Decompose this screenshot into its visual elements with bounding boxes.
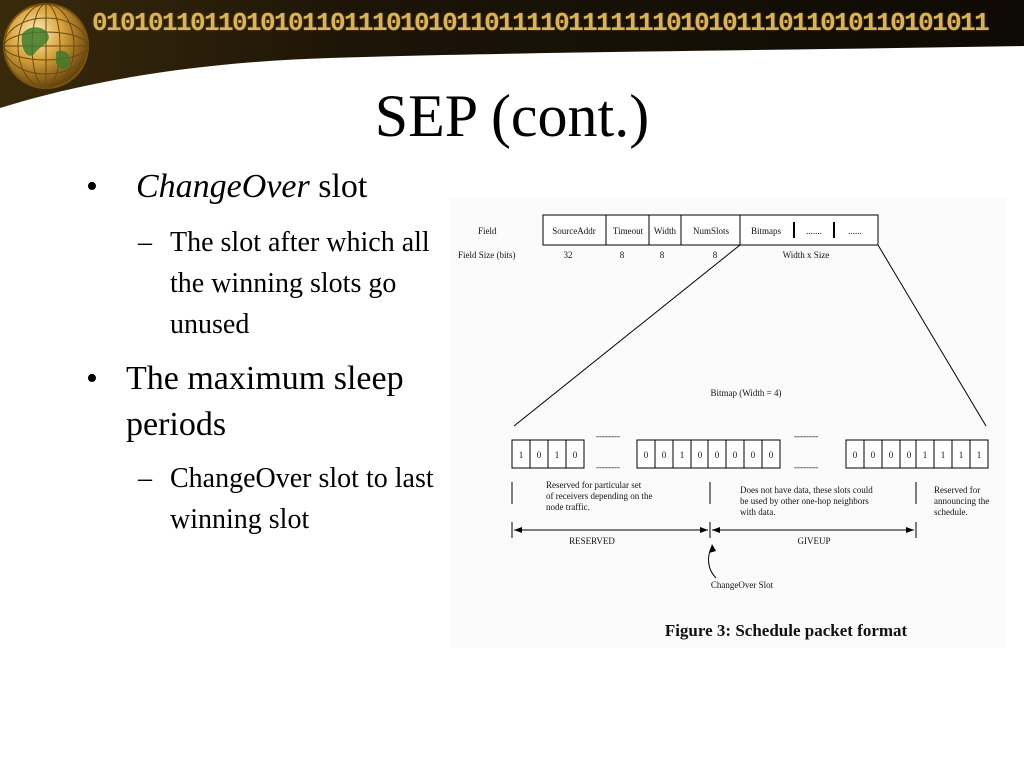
field-ellipsis-2: ...... xyxy=(848,226,862,236)
bitmap-bit: 0 xyxy=(573,450,578,460)
slide-banner: 0101011011010101101110101011011110111111… xyxy=(0,0,1024,110)
bitmap-bit: 0 xyxy=(733,450,738,460)
bitmap-bit: 0 xyxy=(751,450,756,460)
label-reserved: RESERVED xyxy=(569,536,615,546)
bitmap-cells: 1 0 1 0 0 0 1 0 0 0 0 0 0 0 0 0 1 1 1 1 xyxy=(511,439,989,469)
globe-icon xyxy=(3,3,89,89)
size-numslots: 8 xyxy=(713,250,718,260)
packet-diagram: Field Field Size (bits) SourceAddr Timeo… xyxy=(458,214,989,640)
bullet-rest: slot xyxy=(309,168,368,205)
note-nodata-line-1: Does not have data, these slots could xyxy=(740,485,873,495)
label-giveup: GIVEUP xyxy=(798,536,831,546)
binary-strip: 0101011011010101101110101011011110111111… xyxy=(92,8,990,38)
field-timeout: Timeout xyxy=(613,226,644,236)
note-reserved-line-1: Reserved for particular set xyxy=(546,480,642,490)
bitmap-bit: 0 xyxy=(889,450,894,460)
row-label-field: Field xyxy=(478,226,497,236)
arrowhead xyxy=(709,544,716,553)
bitmap-bit: 0 xyxy=(537,450,542,460)
bitmap-cell xyxy=(969,439,989,469)
bitmap-bit: 1 xyxy=(959,450,964,460)
note-schedule-line-2: announcing the xyxy=(934,496,989,506)
sub-bullet-text: The slot after which all the winning slo… xyxy=(170,227,430,340)
bullet-italic: ChangeOver xyxy=(136,168,310,205)
bitmap-bit: 1 xyxy=(680,450,685,460)
bitmap-bit: 1 xyxy=(555,450,560,460)
field-width: Width xyxy=(654,226,677,236)
field-ellipsis-1: ....... xyxy=(806,226,822,236)
bullet-text: The maximum sleep periods xyxy=(126,360,404,443)
note-reserved-line-3: node traffic. xyxy=(546,502,590,512)
bullet-marker: • xyxy=(86,168,98,205)
size-bitmaps: Width x Size xyxy=(783,250,830,260)
sub-bullet-text: ChangeOver slot to last winning slot xyxy=(170,463,434,535)
expand-line-left xyxy=(513,244,741,427)
row-label-size: Field Size (bits) xyxy=(458,250,516,260)
arrowhead xyxy=(712,527,720,533)
sub-bullet-marker: – xyxy=(138,227,152,258)
bitmap-cell xyxy=(761,439,781,469)
bitmap-bit: 0 xyxy=(853,450,858,460)
bullet-text: ChangeOver slot xyxy=(136,168,367,206)
bullet-marker: • xyxy=(86,360,98,397)
size-width: 8 xyxy=(660,250,665,260)
bitmap-bit: 1 xyxy=(941,450,946,460)
bitmap-bit: 1 xyxy=(519,450,524,460)
note-nodata-line-2: be used by other one-hop neighbors xyxy=(740,496,869,506)
label-changeover-slot: ChangeOver Slot xyxy=(711,580,774,590)
note-nodata-line-3: with data. xyxy=(740,507,776,517)
arrowhead xyxy=(700,527,708,533)
size-sourceaddr: 32 xyxy=(564,250,573,260)
bitmap-bit: 0 xyxy=(662,450,667,460)
note-schedule-line-3: schedule. xyxy=(934,507,968,517)
field-bitmaps: Bitmaps xyxy=(751,226,781,236)
figure-caption: Figure 3: Schedule packet format xyxy=(665,621,908,640)
gap-dashes: -------- xyxy=(794,431,818,441)
arrowhead xyxy=(906,527,914,533)
bitmap-bit: 0 xyxy=(644,450,649,460)
bitmap-bit: 0 xyxy=(907,450,912,460)
bitmap-cell xyxy=(565,439,585,469)
schedule-packet-figure: Field Field Size (bits) SourceAddr Timeo… xyxy=(450,198,1006,648)
slide-title: SEP (cont.) xyxy=(374,83,650,149)
bitmap-bit: 0 xyxy=(698,450,703,460)
gap-dashes: -------- xyxy=(596,462,620,472)
size-timeout: 8 xyxy=(620,250,625,260)
bitmap-bit: 1 xyxy=(977,450,982,460)
sub-bullet-marker: – xyxy=(138,463,152,494)
bitmap-bit: 0 xyxy=(769,450,774,460)
note-schedule-line-1: Reserved for xyxy=(934,485,980,495)
expand-line-right xyxy=(877,244,987,427)
arrowhead xyxy=(514,527,522,533)
bitmap-label: Bitmap (Width = 4) xyxy=(711,388,782,398)
banner-background xyxy=(0,0,1024,108)
note-reserved-line-2: of receivers depending on the xyxy=(546,491,652,501)
bitmap-bit: 0 xyxy=(871,450,876,460)
field-numslots: NumSlots xyxy=(693,226,730,236)
bitmap-bit: 1 xyxy=(923,450,928,460)
gap-dashes: -------- xyxy=(794,462,818,472)
gap-dashes: -------- xyxy=(596,431,620,441)
bitmap-bit: 0 xyxy=(715,450,720,460)
packet-header-box xyxy=(542,214,879,246)
field-sourceaddr: SourceAddr xyxy=(552,226,596,236)
